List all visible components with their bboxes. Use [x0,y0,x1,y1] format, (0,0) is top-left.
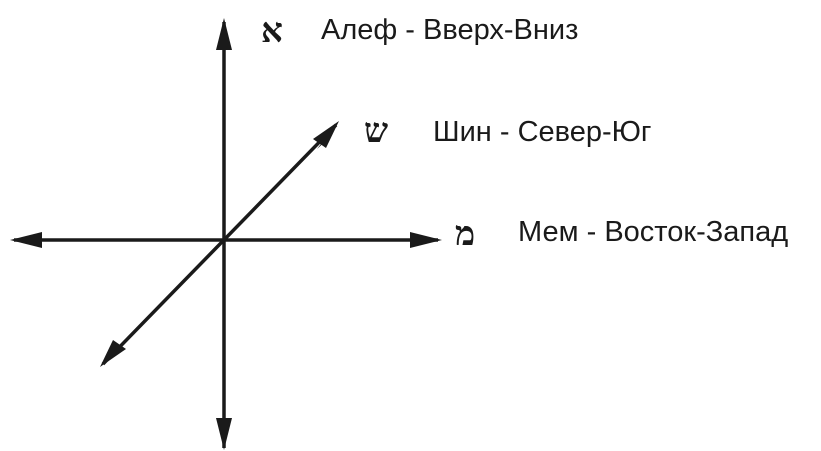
shin-letter: ש [364,111,388,151]
diagonal-axis [101,123,338,366]
arrow-left [10,232,42,248]
aleph-label: Алеф - Вверх-Вниз [321,14,578,46]
arrow-up [216,18,232,50]
aleph-letter: א [261,11,283,51]
mem-letter: מ [455,214,475,254]
arrow-down [216,418,232,450]
arrow-southwest-head [100,340,126,367]
mem-label: Мем - Восток-Запад [518,216,788,248]
shin-label: Шин - Север-Юг [433,116,652,148]
arrow-northeast-head [313,121,339,148]
arrow-right [410,232,442,248]
